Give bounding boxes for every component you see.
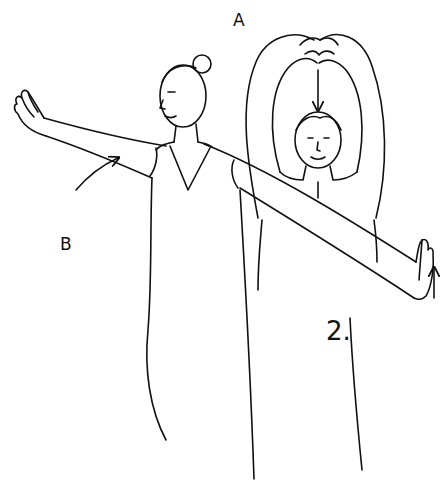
figure-label: A	[233, 12, 245, 29]
figure-label: 2.	[326, 318, 351, 344]
figure-a	[246, 35, 385, 470]
figure-b	[15, 55, 435, 479]
figure-label: B	[60, 236, 72, 253]
